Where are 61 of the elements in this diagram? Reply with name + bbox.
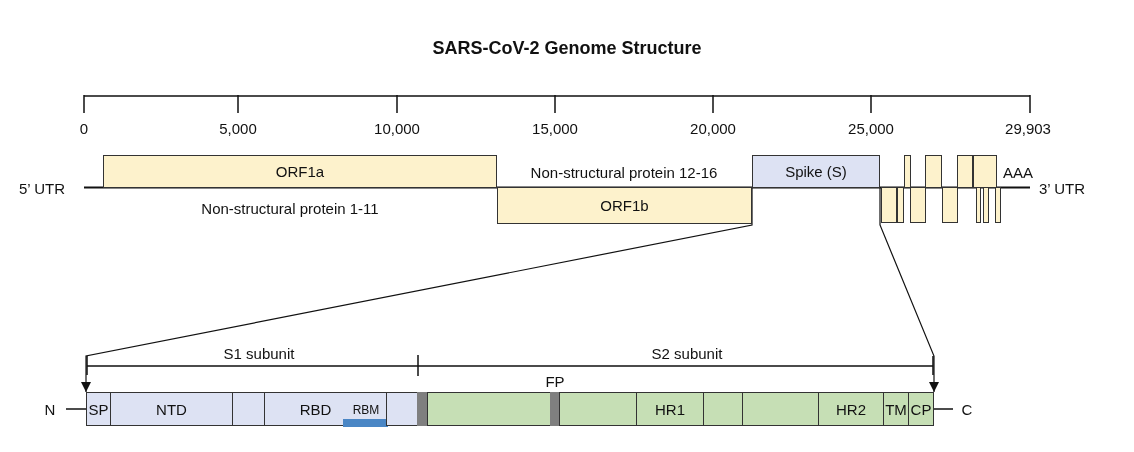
domain-bar — [417, 392, 428, 426]
tick-label: 5,000 — [219, 120, 257, 136]
domain-box — [559, 392, 637, 426]
gene-box — [925, 155, 942, 188]
gene-box — [973, 155, 997, 188]
gene-box — [910, 187, 926, 223]
tick-label: 29,903 — [1005, 120, 1051, 136]
end-label: 3’ UTR — [1038, 180, 1086, 196]
protein-bar — [86, 392, 934, 426]
tail-label: AAA — [1003, 164, 1033, 180]
protein-caption: Non-structural protein 1-11 — [201, 200, 379, 216]
gene-box — [957, 155, 973, 188]
subunit-label: S2 subunit — [651, 345, 723, 361]
gene-box — [995, 187, 1001, 223]
motif-bar — [343, 419, 388, 427]
tick-label: 15,000 — [532, 120, 578, 136]
domain-box — [636, 392, 704, 426]
gene-box — [497, 187, 752, 224]
domain-name: CP — [910, 401, 932, 417]
domain-box — [110, 392, 233, 426]
tick-label: 20,000 — [690, 120, 736, 136]
domain-name: RBD — [299, 401, 332, 417]
domain-box — [703, 392, 743, 426]
domain-box — [264, 392, 387, 426]
domain-name: NTD — [156, 401, 187, 417]
domain-name: TM — [885, 401, 907, 417]
domain-box — [427, 392, 551, 426]
terminus-label: N — [44, 401, 56, 417]
gene-box — [983, 187, 989, 223]
domain-name: ORF1a — [275, 164, 325, 179]
domain-box — [232, 392, 265, 426]
end-label: 5’ UTR — [18, 180, 66, 196]
domain-name: HR2 — [836, 401, 866, 417]
protein-caption: Non-structural protein 12-16 — [530, 164, 718, 180]
gene-box — [976, 187, 981, 223]
tick-label: 10,000 — [374, 120, 420, 136]
motif-label: RBM — [352, 404, 380, 416]
gene-box — [904, 155, 911, 188]
gene-box — [103, 155, 497, 188]
domain-name: SP — [88, 401, 109, 417]
domain-name: Spike (S) — [785, 164, 847, 179]
domain-box — [818, 392, 884, 426]
tick-label: 25,000 — [848, 120, 894, 136]
domain-label: FP — [545, 373, 565, 389]
domain-box — [86, 392, 111, 426]
subunit-label: S1 subunit — [223, 345, 295, 361]
domain-box — [386, 392, 418, 426]
gene-box — [897, 187, 904, 223]
domain-bar — [550, 392, 560, 426]
domain-box — [883, 392, 909, 426]
gene-box — [881, 187, 897, 223]
domain-name: ORF1b — [600, 198, 649, 213]
domain-box — [742, 392, 819, 426]
zoom-arrow — [879, 187, 939, 393]
terminus-label: C — [961, 401, 973, 417]
diagram-title: SARS-CoV-2 Genome Structure — [432, 37, 702, 59]
domain-name: HR1 — [655, 401, 685, 417]
domain-box — [908, 392, 934, 426]
gene-box — [942, 187, 958, 223]
tick-label: 0 — [79, 120, 89, 136]
gene-box — [752, 155, 880, 188]
